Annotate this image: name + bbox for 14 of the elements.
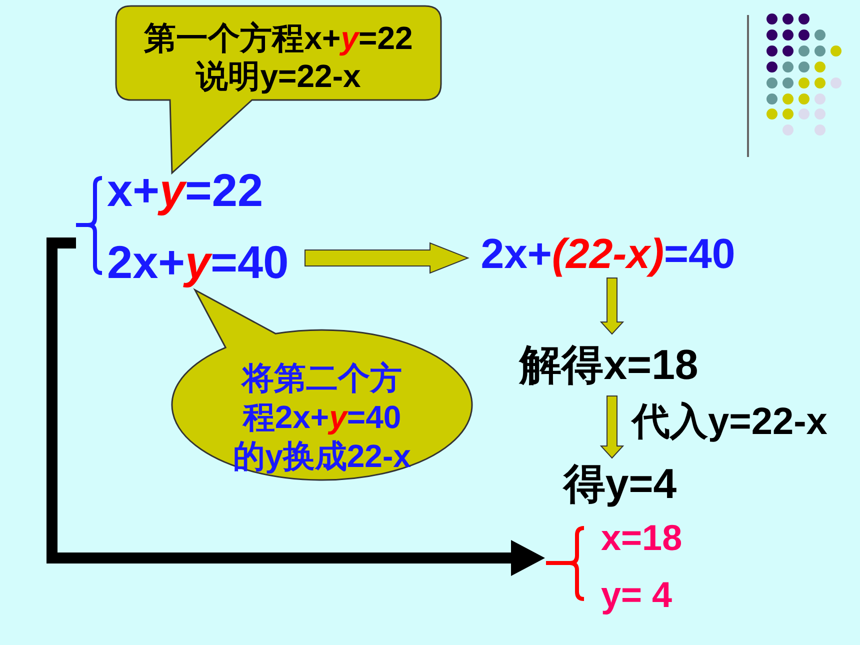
solution-value: y= 4: [601, 573, 672, 617]
equation: x+y=22: [107, 165, 264, 215]
callout-text: 第一个方程x+y=22说明y=22-x: [143, 19, 414, 95]
block-arrow: [600, 396, 624, 459]
edge-label: 代入y=22-x: [630, 400, 830, 444]
solution-step: 得y=4: [560, 458, 680, 510]
callout-text: 将第二个方程2x+y=40的y换成22-x: [232, 359, 412, 476]
block-arrow: [304, 242, 470, 274]
equation: 2x+(22-x)=40: [468, 230, 748, 278]
elbow-arrow: [46, 238, 545, 576]
solution-value: x=18: [601, 516, 682, 560]
block-arrow: [600, 278, 624, 335]
solution-step: 解得x=18: [515, 334, 703, 396]
equation: 2x+y=40: [107, 237, 289, 287]
